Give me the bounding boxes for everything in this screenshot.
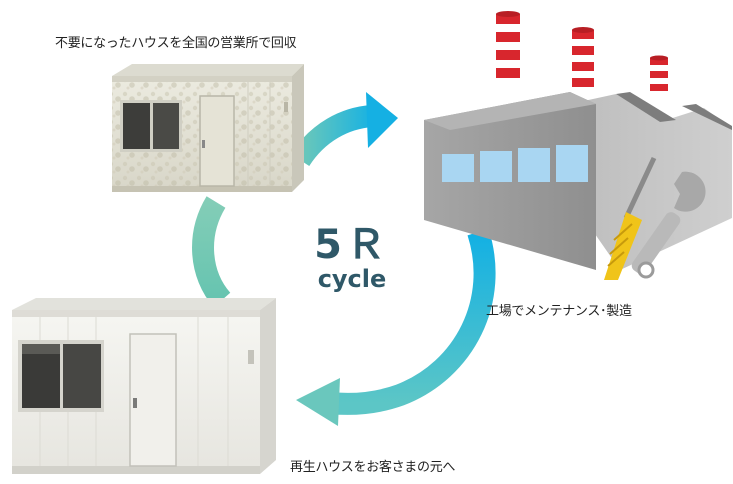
factory-image: [424, 11, 732, 280]
chimney: [496, 11, 520, 94]
arrow-to-factory: [290, 92, 398, 167]
wrench-icon: [631, 171, 706, 279]
collect-label: 不要になったハウスを全国の営業所で回収: [55, 36, 297, 51]
deliver-label: 再生ハウスをお客さまの元へ: [290, 460, 456, 475]
used-prefab-house-image: [112, 64, 304, 192]
arrow-to-collection: [192, 196, 231, 308]
screwdriver-icon: [604, 156, 657, 280]
factory-label: 工場でメンテナンス･製造: [486, 304, 632, 319]
renewed-prefab-house-image: [12, 298, 276, 474]
cycle-title: 5Ｒ cycle: [312, 224, 392, 292]
chimney: [572, 27, 594, 100]
cycle-title-sub: cycle: [317, 265, 387, 293]
chimney: [650, 55, 668, 108]
cycle-title-main: 5Ｒ: [314, 222, 390, 268]
arrow-to-delivery: [296, 228, 496, 426]
